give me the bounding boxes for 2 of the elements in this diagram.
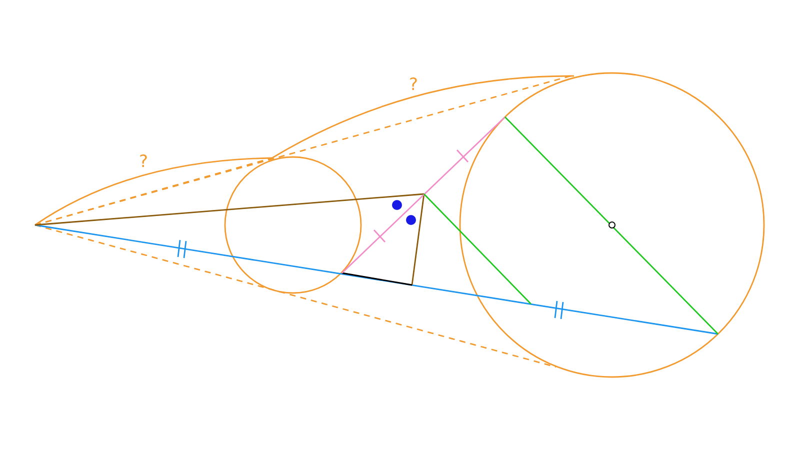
- question-mark-label: ?: [409, 75, 418, 95]
- question-mark-label: ?: [139, 152, 148, 172]
